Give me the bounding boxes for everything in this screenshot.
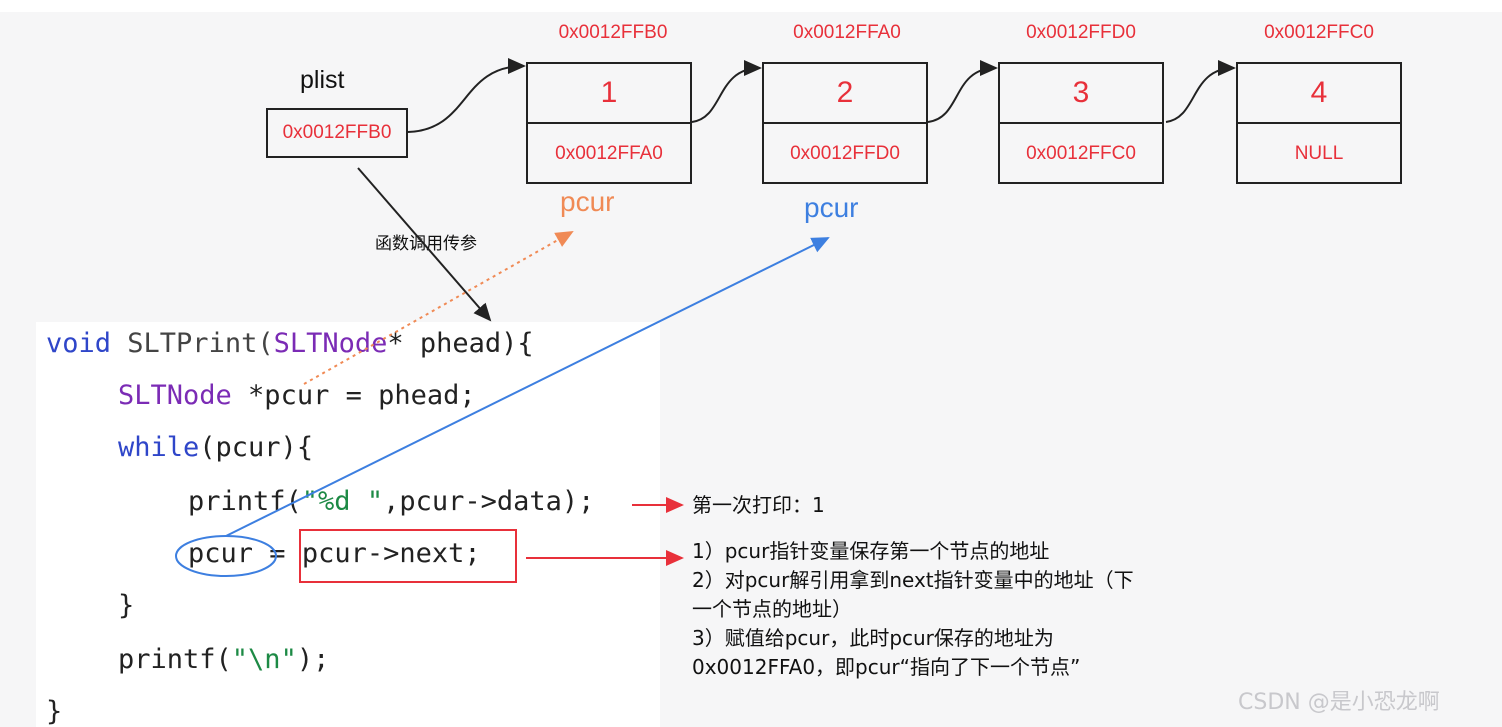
link-arrow-3-4 <box>1165 60 1236 123</box>
string-literal: "\n" <box>231 644 297 675</box>
list-node-4: 4 NULL <box>1236 62 1402 184</box>
node-address-label: 0x0012FFC0 <box>1264 22 1374 43</box>
type-name: SLTNode <box>273 328 388 359</box>
code-line-3: while(pcur){ <box>118 432 313 463</box>
code-text: printf( <box>118 644 232 675</box>
note-step-1: 1）pcur指针变量保存第一个节点的地址 <box>692 539 1050 563</box>
note-step-3a: 3）赋值给pcur，此时pcur保存的地址为 <box>692 626 1054 650</box>
watermark: CSDN @是小恐龙啊 <box>1238 690 1440 715</box>
node-data: 1 <box>528 64 690 124</box>
code-line-8: } <box>46 696 62 727</box>
code-text: *pcur = phead; <box>231 380 476 411</box>
top-border <box>0 0 1502 12</box>
next-expression-box <box>299 529 517 583</box>
pcur-ellipse <box>175 535 277 577</box>
node-next: 0x0012FFA0 <box>555 143 663 164</box>
code-line-5: pcur = pcur->next; <box>188 538 481 569</box>
plist-label: plist <box>300 66 345 94</box>
node-address-label: 0x0012FFA0 <box>793 22 901 43</box>
plist-box: 0x0012FFB0 <box>266 108 408 158</box>
node-next: NULL <box>1294 143 1344 164</box>
code-text: (pcur){ <box>199 432 314 463</box>
keyword: while <box>118 432 200 463</box>
node-data: 2 <box>764 64 926 124</box>
code-panel: void SLTPrint(SLTNode* phead){ SLTNode *… <box>36 322 660 727</box>
pcur-orange-arrow <box>303 231 574 385</box>
call-parameter-label: 函数调用传参 <box>375 234 477 254</box>
note-step-2b: 一个节点的地址） <box>692 597 852 621</box>
node-next: 0x0012FFC0 <box>1026 143 1136 164</box>
link-arrow-plist <box>407 58 526 133</box>
code-text: ,pcur->data); <box>383 486 595 517</box>
param-pass-arrow <box>357 167 492 322</box>
link-arrow-1-2 <box>691 60 762 123</box>
pcur-label-first: pcur <box>560 186 615 217</box>
list-node-1: 1 0x0012FFA0 <box>526 62 692 184</box>
code-text: } <box>46 696 63 727</box>
node-next: 0x0012FFD0 <box>790 143 900 164</box>
list-node-2: 2 0x0012FFD0 <box>762 62 928 184</box>
next-expression: pcur->next; <box>301 538 481 569</box>
node-address-label: 0x0012FFD0 <box>1026 22 1136 43</box>
pcur-label-second: pcur <box>804 192 859 223</box>
function-name: SLTPrint( <box>111 328 274 359</box>
node-data: 4 <box>1238 64 1400 124</box>
node-data: 3 <box>1000 64 1162 124</box>
keyword: void <box>46 328 112 359</box>
pcur-variable: pcur <box>188 538 254 569</box>
note-first-print: 第一次打印：1 <box>692 493 825 517</box>
link-arrow-2-3 <box>927 60 998 123</box>
code-line-4: printf("%d ",pcur->data); <box>188 486 594 517</box>
code-line-6: } <box>118 590 134 621</box>
string-literal: "%d " <box>301 486 384 517</box>
list-node-3: 3 0x0012FFC0 <box>998 62 1164 184</box>
node-address-label: 0x0012FFB0 <box>558 22 668 43</box>
code-line-1: void SLTPrint(SLTNode* phead){ <box>46 328 534 359</box>
type-name: SLTNode <box>118 380 232 411</box>
pcur-blue-arrow <box>225 237 830 537</box>
code-text: printf( <box>188 486 302 517</box>
code-text: } <box>118 590 135 621</box>
code-text: * phead){ <box>387 328 534 359</box>
note-step-2a: 2）对pcur解引用拿到next指针变量中的地址（下 <box>692 568 1134 592</box>
code-text: ); <box>296 644 330 675</box>
code-line-2: SLTNode *pcur = phead; <box>118 380 476 411</box>
note-step-3b: 0x0012FFA0，即pcur“指向了下一个节点” <box>692 655 1081 679</box>
code-line-7: printf("\n"); <box>118 644 329 675</box>
